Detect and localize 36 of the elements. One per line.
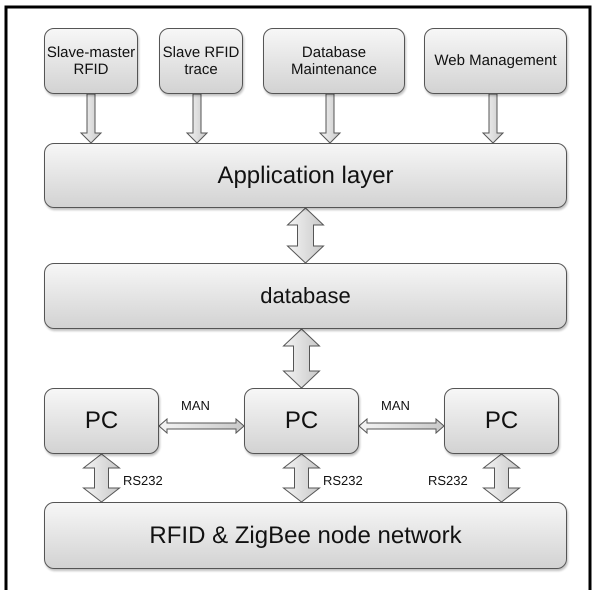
process-box — [44, 388, 159, 454]
node-label: database — [260, 283, 351, 309]
block-arrow — [318, 94, 342, 144]
node-label: Application layer — [217, 162, 394, 190]
edge-label: RS232 — [122, 473, 164, 488]
block-arrow — [358, 418, 445, 434]
block-arrow — [282, 453, 321, 503]
node-label: Database Maintenance — [290, 44, 378, 78]
node-label: PC — [84, 407, 118, 435]
block-arrow — [80, 94, 102, 144]
edge-label: RS232 — [427, 473, 469, 488]
edge-label: MAN — [180, 398, 211, 413]
process-box — [44, 502, 567, 569]
block-arrow — [282, 328, 321, 389]
process-box — [263, 28, 405, 94]
process-box — [244, 388, 359, 454]
process-box — [444, 388, 559, 454]
block-arrow — [82, 453, 121, 503]
block-arrow — [186, 94, 208, 144]
process-box — [44, 143, 567, 208]
block-arrow — [482, 453, 521, 503]
process-box — [44, 263, 567, 329]
node-label: Slave RFID trace — [162, 44, 240, 78]
node-label: PC — [284, 407, 318, 435]
edge-label: RS232 — [322, 473, 364, 488]
edge-label: MAN — [380, 398, 411, 413]
node-label: PC — [484, 407, 518, 435]
process-box — [424, 28, 567, 94]
node-label: Web Management — [434, 52, 557, 70]
node-label: RFID & ZigBee node network — [149, 522, 462, 550]
process-box — [44, 28, 138, 94]
block-arrow — [482, 94, 504, 144]
node-label: Slave-master RFID — [46, 44, 136, 78]
block-arrow — [158, 418, 245, 434]
process-box — [159, 28, 243, 94]
block-arrow — [286, 207, 325, 264]
